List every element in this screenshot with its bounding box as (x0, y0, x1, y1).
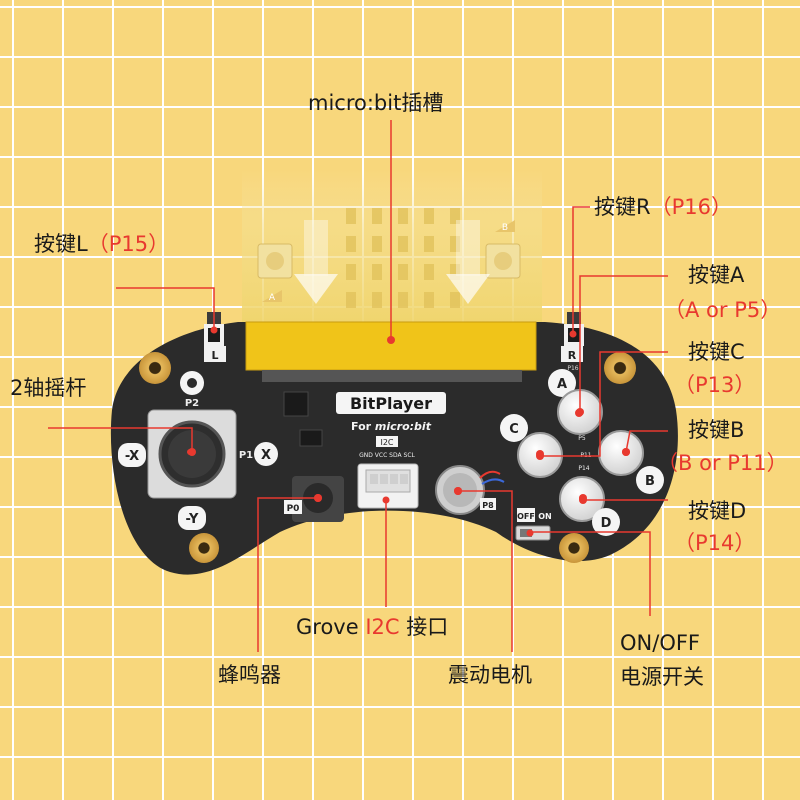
joystick-label: 2轴摇杆 (10, 376, 87, 400)
mounting-hole-top-right (604, 352, 636, 384)
callout-lines (48, 120, 668, 652)
brand-subtitle: For micro:bit (351, 420, 432, 433)
chip-2 (299, 429, 323, 447)
mounting-hole-top-left (139, 352, 171, 384)
motor-pin-text: P8 (482, 501, 494, 510)
motor-label: 震动电机 (448, 663, 532, 687)
grove-prefix: Grove (296, 615, 366, 639)
axis-down-text: -Y (186, 512, 199, 527)
bumper-r-pin: P16 (567, 365, 578, 372)
bitplayer-logo: BitPlayer For micro:bit (336, 392, 446, 433)
microbit-button-a (257, 243, 293, 279)
axis-right-pin-text: P1 (239, 450, 253, 461)
button-b-label: 按键B (688, 418, 745, 442)
motor-callout-line (458, 490, 513, 652)
microbit-label-b-text: B (502, 223, 508, 233)
bumper-l-text: L (211, 349, 218, 362)
controller-board: L R P16 P2 -X P1 X -Y (110, 312, 678, 575)
axis-right-badge (254, 442, 278, 466)
button-c-pin-label: （P13） (674, 373, 756, 397)
axis-up-text: P2 (185, 398, 199, 409)
button-r-callout-line (572, 206, 590, 334)
axis-right-text: X (261, 448, 271, 463)
bumper-button-l: L (204, 312, 226, 362)
button-r-pin: P16 (671, 195, 711, 219)
buzzer-pin-text: P0 (287, 504, 300, 514)
button-a-pin-label: （A or P5） (664, 298, 782, 322)
button-a-label: 按键A (688, 263, 745, 287)
microbit-led-grid (346, 208, 460, 308)
buzzer-callout-line (257, 497, 318, 652)
insert-arrow-right-icon (446, 220, 490, 304)
grove-label: Grove I2C 接口 (296, 615, 449, 639)
insert-arrow-left-icon (294, 220, 338, 304)
button-b-pin-label: （B or P11） (657, 451, 788, 475)
board-body (110, 322, 678, 575)
microbit-label-a: A (262, 290, 282, 303)
button-a-callout-line (579, 275, 668, 412)
buzzer-label: 蜂鸣器 (218, 663, 281, 687)
axis-left-badge (118, 443, 146, 467)
chip-1 (283, 391, 309, 417)
face-button-c-text: C (509, 422, 519, 437)
switch-on-text: ON (538, 512, 552, 521)
i2c-badge-text: I2C (380, 438, 393, 447)
grove-highlight: I2C (365, 615, 400, 639)
button-c-label: 按键C (688, 340, 745, 364)
microbit-label-b: B (495, 220, 515, 233)
microbit-card: A B (242, 170, 542, 330)
face-button-a-pin: P5 (578, 435, 586, 442)
grove-suffix: 接口 (399, 615, 449, 639)
button-d-label: 按键D (688, 499, 747, 523)
button-l-callout-line (116, 287, 215, 328)
face-button-d: P14 D (559, 465, 620, 536)
button-r-label: 按键R（P16） (594, 195, 732, 219)
button-l-label: 按键L（P15） (34, 232, 170, 256)
edge-connector-pins (262, 370, 522, 382)
face-button-b-text: B (645, 474, 655, 489)
i2c-pins-text: GND VCC SDA SCL (359, 452, 415, 459)
button-r-name: 按键R (594, 195, 651, 219)
face-button-d-pin: P14 (578, 465, 589, 472)
joystick-callout-line (48, 427, 193, 452)
power-label-line2: 电源开关 (620, 665, 704, 689)
mounting-hole-bottom-right (559, 533, 589, 563)
axis-down-badge (178, 506, 206, 530)
button-b-pin: B or P11 (678, 451, 767, 475)
button-c-callout-line (540, 351, 668, 457)
callout-dots (188, 326, 630, 537)
face-button-a-text: A (557, 377, 567, 392)
button-a-pin: A or P5 (685, 298, 761, 322)
button-d-pin-label: （P14） (674, 531, 756, 555)
mounting-hole-bottom-left (189, 533, 219, 563)
face-button-d-text: D (601, 516, 612, 531)
button-c-pin: P13 (695, 373, 735, 397)
brand-text: BitPlayer (350, 394, 432, 413)
power-label-line1: ON/OFF (620, 631, 701, 655)
button-b-callout-line (625, 430, 668, 453)
buzzer: P0 (284, 476, 344, 522)
slot-label: micro:bit插槽 (308, 91, 444, 115)
bumper-r-text: R (568, 349, 577, 362)
microbit-label-a-text: A (269, 293, 276, 303)
microbit-button-b (485, 243, 521, 279)
button-l-pin: P15 (108, 232, 149, 256)
grove-i2c-port: I2C GND VCC SDA SCL (357, 436, 419, 509)
power-callout-line (530, 531, 651, 616)
button-l-name: 按键L (34, 232, 88, 256)
axis-left-text: -X (125, 449, 139, 464)
button-d-pin: P14 (695, 531, 735, 555)
switch-off-text: OFF (517, 512, 535, 521)
